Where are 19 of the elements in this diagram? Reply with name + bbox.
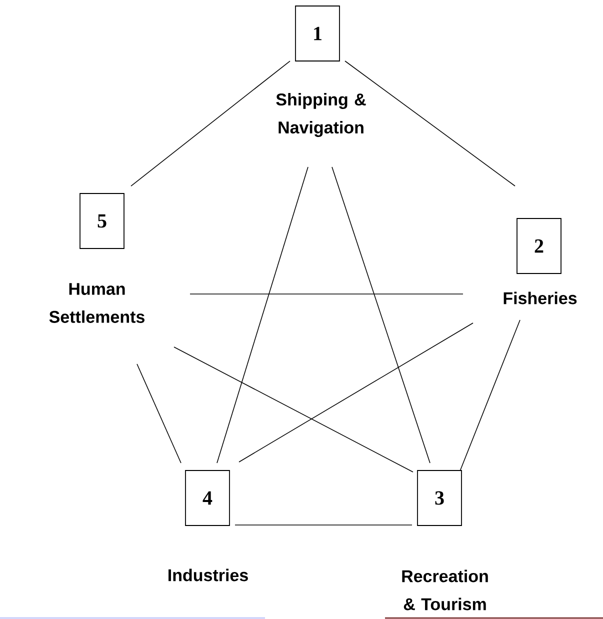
connector-line xyxy=(234,524,412,526)
connector-line xyxy=(344,60,516,186)
connector-line xyxy=(174,346,414,472)
node-label: Industries xyxy=(168,568,248,582)
number-box: 4 xyxy=(185,470,230,526)
node-label: Human Settlements xyxy=(49,283,144,323)
node-label: Fisheries xyxy=(504,292,577,304)
connector-line xyxy=(130,60,290,186)
node-label: Recreation & Tourism xyxy=(402,570,488,610)
connector-line xyxy=(216,166,308,464)
number-box: 3 xyxy=(417,470,462,526)
number-box: 2 xyxy=(516,218,562,274)
connector-line xyxy=(238,322,474,462)
number-box: 5 xyxy=(80,193,124,249)
node-label: Shipping & Navigation xyxy=(276,93,366,137)
number-box: 1 xyxy=(295,6,340,62)
connector-line xyxy=(136,364,182,464)
connector-line xyxy=(460,320,520,472)
connector-line xyxy=(332,166,430,464)
